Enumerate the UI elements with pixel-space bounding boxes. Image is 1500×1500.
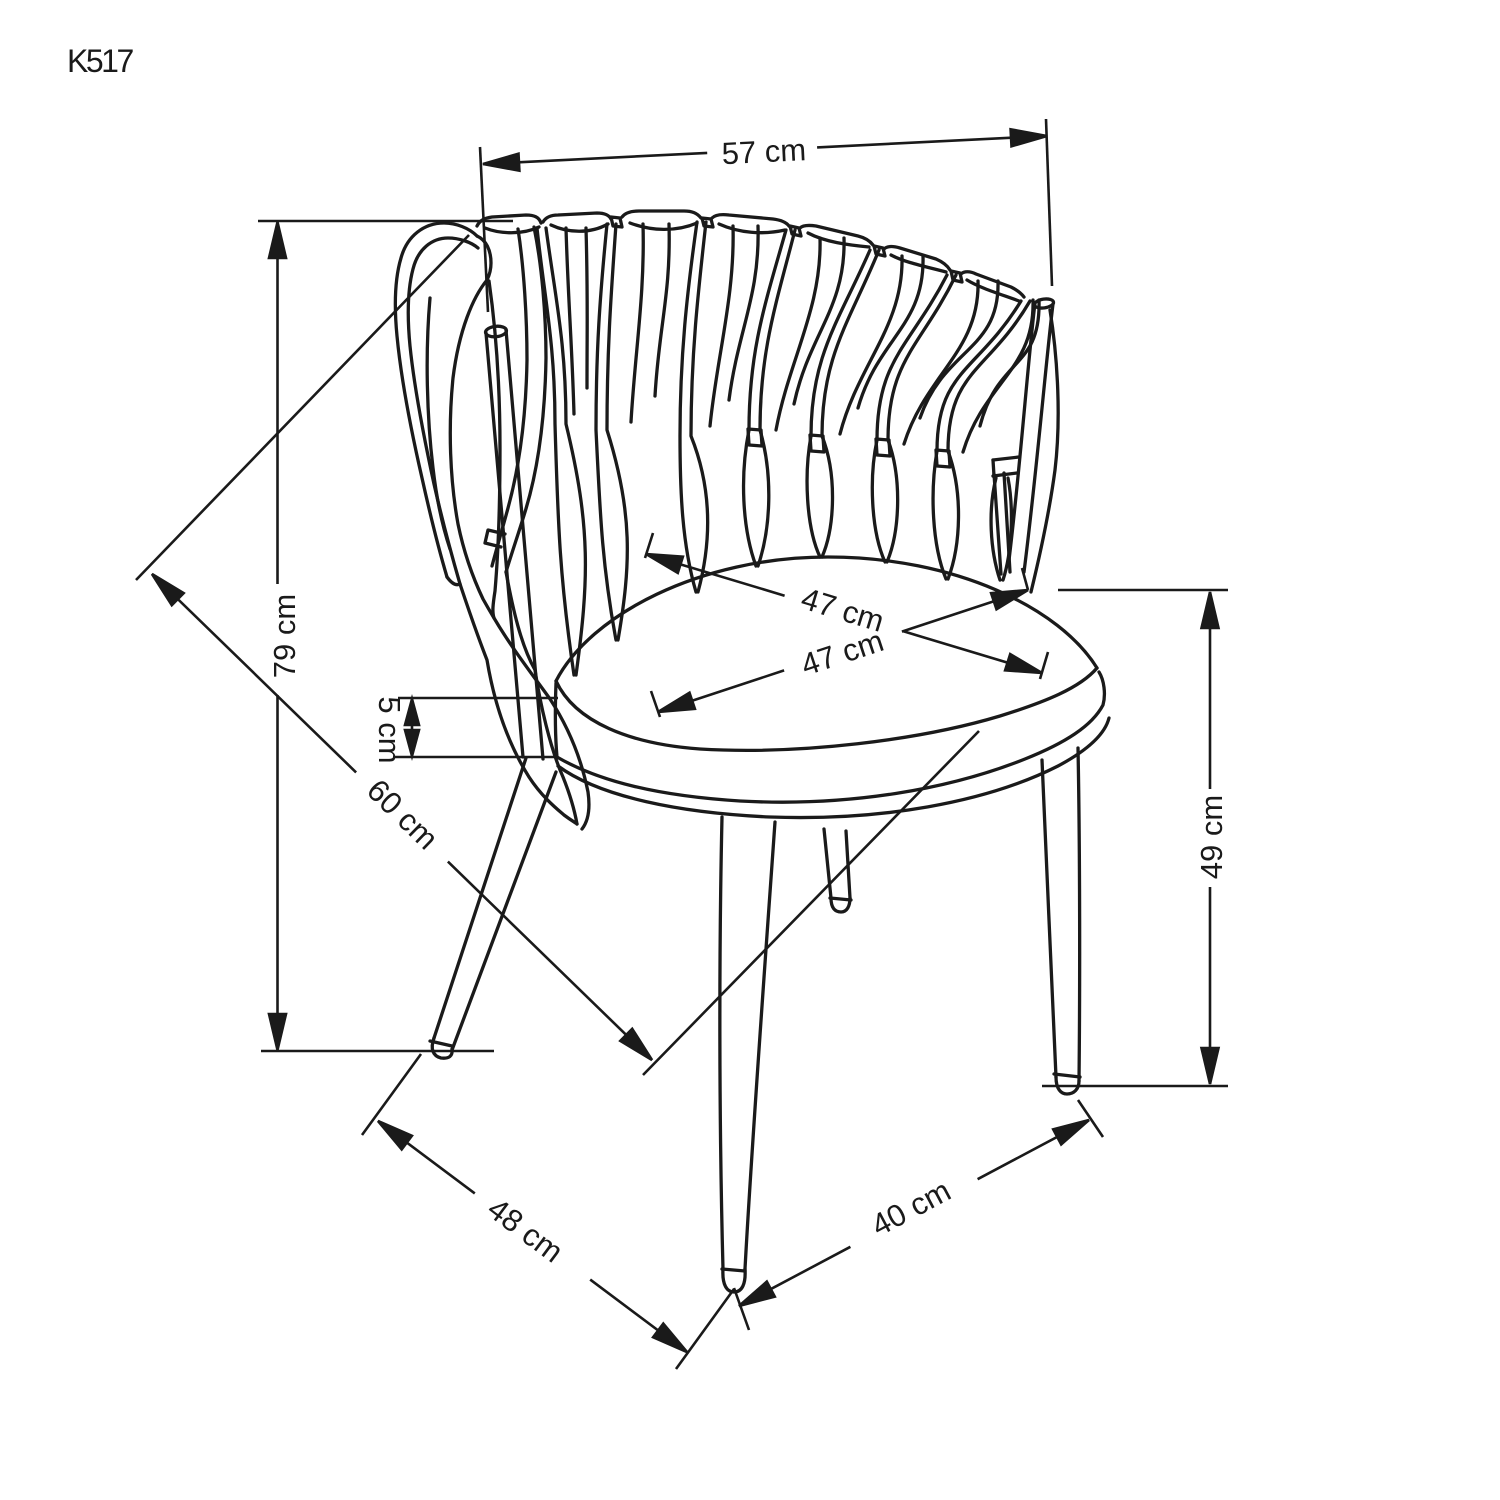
svg-text:49 cm: 49 cm — [1194, 795, 1229, 879]
svg-text:5 cm: 5 cm — [372, 696, 407, 763]
svg-text:79 cm: 79 cm — [267, 594, 302, 678]
svg-text:57 cm: 57 cm — [721, 132, 807, 171]
svg-text:K517: K517 — [67, 43, 133, 79]
